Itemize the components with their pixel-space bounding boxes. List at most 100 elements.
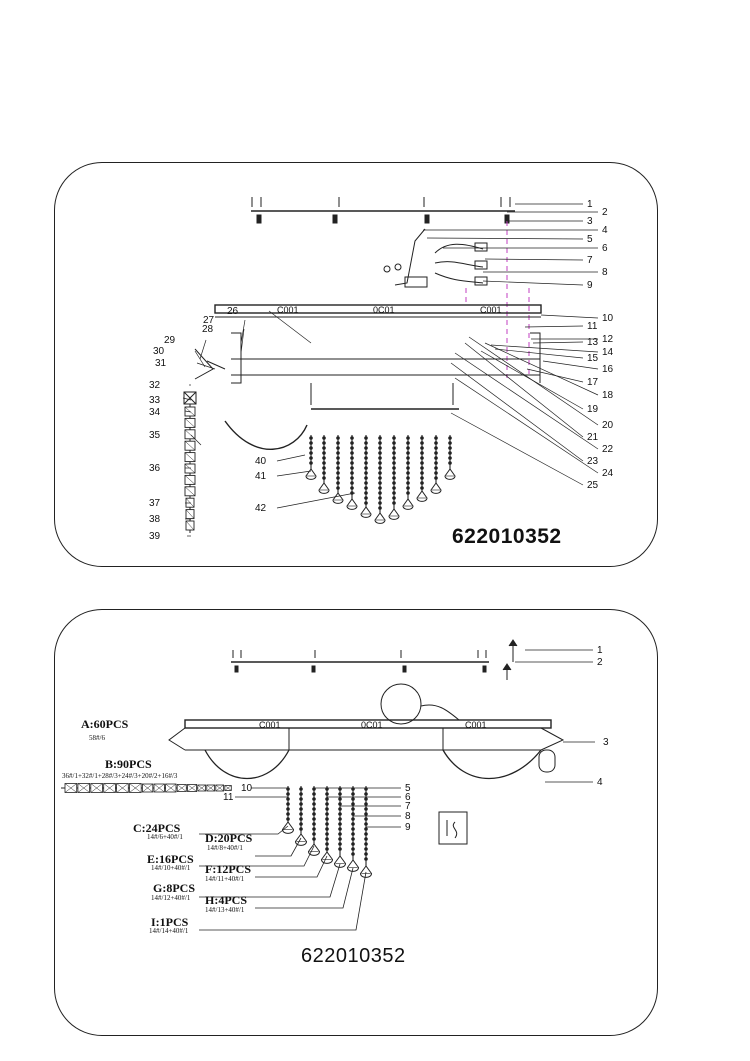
crystal-bead — [420, 476, 424, 480]
crystal-bead — [299, 812, 303, 816]
callout-number: 38 — [149, 514, 161, 525]
crystal-bead — [364, 441, 368, 445]
crystal-drop — [346, 859, 360, 872]
crystal-bead — [350, 486, 354, 490]
callout-number: 19 — [587, 404, 599, 415]
crystal-drop — [305, 468, 317, 480]
callout-number: 32 — [149, 380, 161, 391]
crystal-bead — [392, 451, 396, 455]
leader-line — [255, 855, 328, 878]
crystal-bead — [338, 837, 342, 841]
crystal-bead — [420, 486, 424, 490]
crystal-bead — [351, 817, 355, 821]
crystal-bead — [312, 822, 316, 826]
crystal-bead — [338, 847, 342, 851]
callout-number: 3 — [603, 737, 609, 748]
crystal-bead — [378, 491, 382, 495]
crystal-bead — [286, 817, 290, 821]
crystal-bead — [312, 817, 316, 821]
crystal-bead — [364, 496, 368, 500]
crystal-bead — [325, 827, 329, 831]
mounting-screws — [232, 650, 487, 673]
leader-line — [542, 360, 599, 370]
crystal-bead — [350, 481, 354, 485]
crystal-bead — [378, 451, 382, 455]
crystal-bead — [434, 441, 438, 445]
leader-line — [490, 344, 599, 353]
crystal-bead — [364, 491, 368, 495]
crystal-bead — [322, 471, 326, 475]
callout-number: 7 — [405, 801, 411, 812]
crystal-bead — [286, 812, 290, 816]
callout-number: 17 — [587, 377, 599, 388]
leader-line — [276, 454, 306, 462]
crystal-bead — [299, 787, 303, 791]
leader-line — [484, 258, 584, 261]
callout-number: 9 — [405, 822, 411, 833]
crystal-drop — [360, 506, 372, 518]
crystal-bead — [392, 456, 396, 460]
strand-beads — [184, 406, 196, 531]
pendant-drops — [281, 786, 373, 878]
crystal-bead — [420, 436, 424, 440]
crystal-bead — [406, 486, 410, 490]
crystal-bead — [325, 847, 329, 851]
crystal-bead — [434, 471, 438, 475]
bead-facet — [142, 783, 153, 793]
crystal-bead — [364, 792, 368, 796]
crystal-arc-left — [204, 749, 290, 780]
crystal-bead — [364, 827, 368, 831]
callout-number: 5 — [405, 783, 411, 794]
callout-number: 26 — [227, 306, 239, 317]
crystal-bead — [448, 446, 452, 450]
crystal-bead — [325, 807, 329, 811]
crystal-bead — [350, 451, 354, 455]
bead-facet — [184, 441, 196, 451]
leader-line — [524, 325, 584, 328]
pendant-i-spec: 14#/14+40#/1 — [149, 927, 189, 935]
crystal-bead — [364, 797, 368, 801]
leader-line — [240, 328, 245, 354]
callout-number: 28 — [202, 324, 214, 335]
frame-code: C001 — [465, 720, 487, 730]
strand-a-spec: 58#/6 — [89, 734, 105, 742]
crystal-drop — [281, 821, 295, 834]
crystal-bead — [420, 481, 424, 485]
bead-facet — [206, 784, 215, 792]
crystal-bead — [312, 792, 316, 796]
crystal-bead — [420, 441, 424, 445]
callout-number: 34 — [149, 407, 161, 418]
crystal-bead — [338, 797, 342, 801]
pendant-h-label: H:4PCS — [205, 893, 247, 907]
callout-number: 18 — [602, 390, 614, 401]
leader-line — [255, 837, 302, 857]
callout-number: 21 — [587, 432, 599, 443]
crystal-drop — [402, 498, 414, 510]
pendant-c-spec: 14#/6+40#/1 — [147, 833, 183, 841]
crystal-bead — [378, 481, 382, 485]
crystal-bead — [309, 436, 313, 440]
leader-line — [484, 342, 599, 396]
bead-facet — [177, 784, 187, 792]
crystal-bead — [351, 852, 355, 856]
crystal-bead — [392, 461, 396, 465]
crystal-bead — [322, 476, 326, 480]
crystal-bead — [350, 461, 354, 465]
crystal-bead — [309, 441, 313, 445]
callout-number: 16 — [602, 364, 614, 375]
crystal-bead — [286, 792, 290, 796]
crystal-bead — [351, 847, 355, 851]
bead-facet — [184, 463, 196, 474]
crystal-bead — [364, 446, 368, 450]
crystal-bead — [336, 461, 340, 465]
leader-line — [482, 280, 584, 286]
bead-facet — [129, 783, 142, 793]
crystal-bead — [448, 441, 452, 445]
pendant-e-label: E:16PCS — [147, 852, 194, 866]
pendant-e-spec: 14#/10+40#/1 — [151, 864, 191, 872]
crystal-bead — [309, 456, 313, 460]
right-bracket — [530, 332, 541, 383]
bead-facet — [184, 452, 196, 462]
